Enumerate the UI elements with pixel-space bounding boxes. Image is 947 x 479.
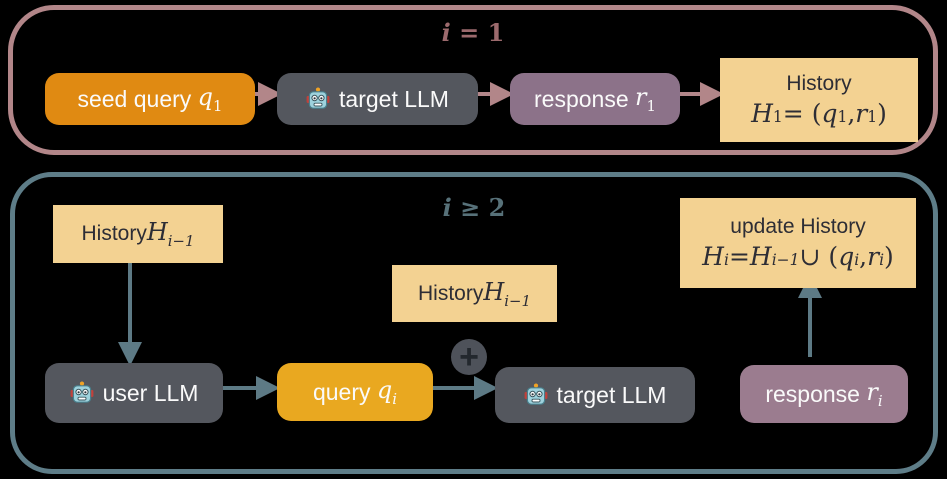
followup-turns-title: i ≥ 2 (442, 193, 506, 222)
user-llm-box: user LLM (45, 363, 223, 423)
query-i-label: query (312, 378, 377, 405)
history-prev-left-box: History Hi−1 (53, 205, 223, 263)
response-i-box: response ri (740, 365, 908, 423)
first-turn-title: i = 1 (441, 18, 505, 47)
history-prev-mid-box: History Hi−1 (392, 265, 557, 322)
query-i-symbol: qi (376, 376, 398, 408)
history-prev-mid-symbol: Hi−1 (483, 277, 531, 310)
response-1-symbol: r1 (635, 83, 656, 115)
seed-query-symbol: q1 (197, 83, 223, 115)
robot-icon (306, 87, 330, 109)
history-1-title: History (786, 72, 852, 96)
followup-turns-panel: i ≥ 2 History Hi−1 History Hi−1 update H… (10, 172, 938, 474)
target-llm-box-2: target LLM (495, 367, 695, 423)
target-llm-box: target LLM (277, 73, 478, 125)
robot-icon (70, 381, 93, 403)
update-history-title: update History (730, 215, 866, 239)
history-prev-left-symbol: Hi−1 (146, 218, 195, 251)
response-1-label: response (534, 85, 636, 112)
target-llm-2-label: target LLM (556, 381, 667, 408)
response-1-box: response r1 (510, 73, 680, 125)
user-llm-label: user LLM (102, 379, 199, 406)
history-prev-left-label: History (81, 222, 147, 246)
seed-query-label: seed query (77, 85, 198, 112)
seed-query-box: seed query q1 (45, 73, 255, 125)
response-i-label: response (765, 380, 867, 407)
robot-icon (524, 383, 547, 405)
plus-combiner-icon: + (451, 339, 487, 375)
query-i-box: query qi (277, 363, 433, 421)
first-turn-panel: i = 1 seed query q1 target LLM response … (8, 5, 938, 155)
response-i-symbol: ri (866, 378, 883, 410)
target-llm-label: target LLM (339, 85, 449, 112)
history-prev-mid-label: History (418, 281, 484, 305)
